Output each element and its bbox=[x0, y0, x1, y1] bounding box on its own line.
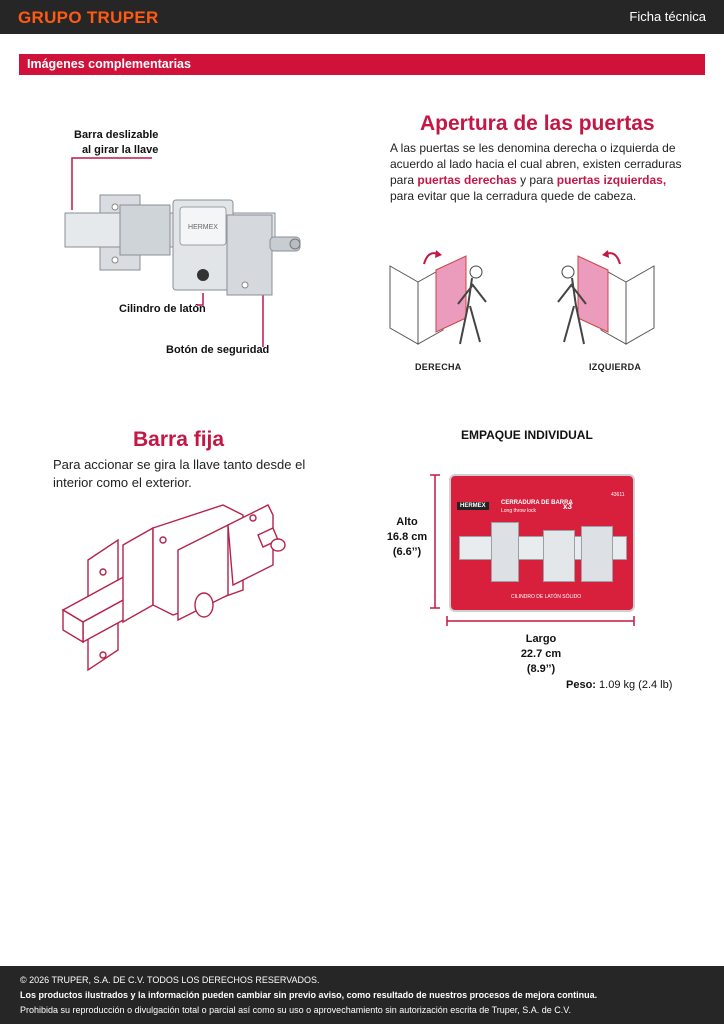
largo-cm: 22.7 cm bbox=[520, 648, 562, 660]
apertura-line3-c: y para bbox=[516, 173, 557, 187]
bar-callout: Barra deslizable al girar la llave bbox=[74, 128, 158, 158]
barra-fija-line2: interior como el exterior. bbox=[53, 475, 192, 490]
package-subtitle: Long throw lock bbox=[501, 508, 537, 514]
package-photo: HERMEX CERRADURA DE BARRA Long throw loc… bbox=[449, 474, 635, 612]
apertura-title: Apertura de las puertas bbox=[420, 112, 655, 135]
peso: Peso: 1.09 kg (2.4 lb) bbox=[566, 679, 672, 691]
package-brand: HERMEX bbox=[457, 502, 489, 510]
bar-callout-line1: Barra deslizable bbox=[74, 129, 159, 141]
door-right-label: DERECHA bbox=[415, 362, 462, 372]
door-right-diagram bbox=[389, 250, 487, 345]
alto-in: (6.6’’) bbox=[392, 546, 422, 558]
door-left-label: IZQUIERDA bbox=[589, 362, 642, 372]
footer-prohibition: Prohibida su reproducción o divulgación … bbox=[20, 1005, 571, 1015]
button-callout: Botón de seguridad bbox=[166, 344, 270, 356]
largo-dimension-line bbox=[446, 616, 635, 626]
package-qty: x3 bbox=[563, 502, 572, 511]
alto-label: Alto bbox=[396, 516, 418, 528]
apertura-line3: para puertas derechas y para puertas izq… bbox=[390, 172, 690, 188]
section-title: Imágenes complementarias bbox=[27, 57, 191, 71]
package-code: 43611 bbox=[611, 492, 625, 498]
brand-logo: GRUPO TRUPER bbox=[18, 8, 159, 27]
lock-brand-mark: HERMEX bbox=[188, 224, 218, 231]
peso-label: Peso: bbox=[566, 679, 596, 691]
door-left-diagram bbox=[557, 250, 655, 345]
barra-fija-diagram bbox=[61, 504, 286, 672]
alto-dimension: Alto 16.8 cm (6.6’’) bbox=[384, 515, 430, 560]
apertura-line3-a: para bbox=[390, 173, 418, 187]
package-title: CERRADURA DE BARRA bbox=[501, 500, 573, 506]
cylinder-callout: Cilindro de latón bbox=[119, 303, 206, 315]
alto-cm: 16.8 cm bbox=[386, 531, 428, 543]
package-lock-body bbox=[543, 530, 575, 582]
apertura-text: A las puertas se les denomina derecha o … bbox=[390, 140, 690, 204]
peso-value: 1.09 kg (2.4 lb) bbox=[595, 679, 673, 691]
largo-in: (8.9’’) bbox=[526, 663, 556, 675]
largo-label: Largo bbox=[525, 633, 557, 645]
puertas-derechas-highlight: puertas derechas bbox=[417, 173, 517, 187]
lock-photo: HERMEX bbox=[64, 157, 301, 347]
alto-dimension-line bbox=[430, 474, 440, 609]
apertura-line1: A las puertas se les denomina derecha o … bbox=[390, 141, 676, 155]
footer-disclaimer: Los productos ilustrados y la informació… bbox=[20, 990, 598, 1000]
barra-fija-text: Para accionar se gira la llave tanto des… bbox=[53, 456, 305, 492]
top-header: GRUPO TRUPER Ficha técnica bbox=[0, 0, 724, 34]
empaque-title: EMPAQUE INDIVIDUAL bbox=[461, 428, 593, 442]
footer-copyright: © 2026 TRUPER, S.A. DE C.V. TODOS LOS DE… bbox=[20, 975, 320, 985]
barra-fija-line1: Para accionar se gira la llave tanto des… bbox=[53, 457, 306, 472]
package-bracket-right bbox=[581, 526, 613, 582]
apertura-line2: acuerdo al lado hacia el cual abren, exi… bbox=[390, 157, 682, 171]
barra-fija-title: Barra fija bbox=[133, 428, 225, 451]
apertura-line4: para evitar que la cerradura quede de ca… bbox=[390, 189, 637, 203]
puertas-izquierdas-highlight: puertas izquierdas, bbox=[556, 173, 667, 187]
doc-type-label: Ficha técnica bbox=[629, 9, 706, 24]
bar-callout-line2: al girar la llave bbox=[81, 144, 159, 156]
section-header: Imágenes complementarias bbox=[19, 54, 705, 75]
footer: © 2026 TRUPER, S.A. DE C.V. TODOS LOS DE… bbox=[0, 966, 724, 1024]
largo-dimension: Largo 22.7 cm (8.9’’) bbox=[511, 632, 571, 677]
package-bracket-left bbox=[491, 522, 519, 582]
package-bottom-text: CILINDRO DE LATÓN SÓLIDO bbox=[511, 594, 582, 600]
